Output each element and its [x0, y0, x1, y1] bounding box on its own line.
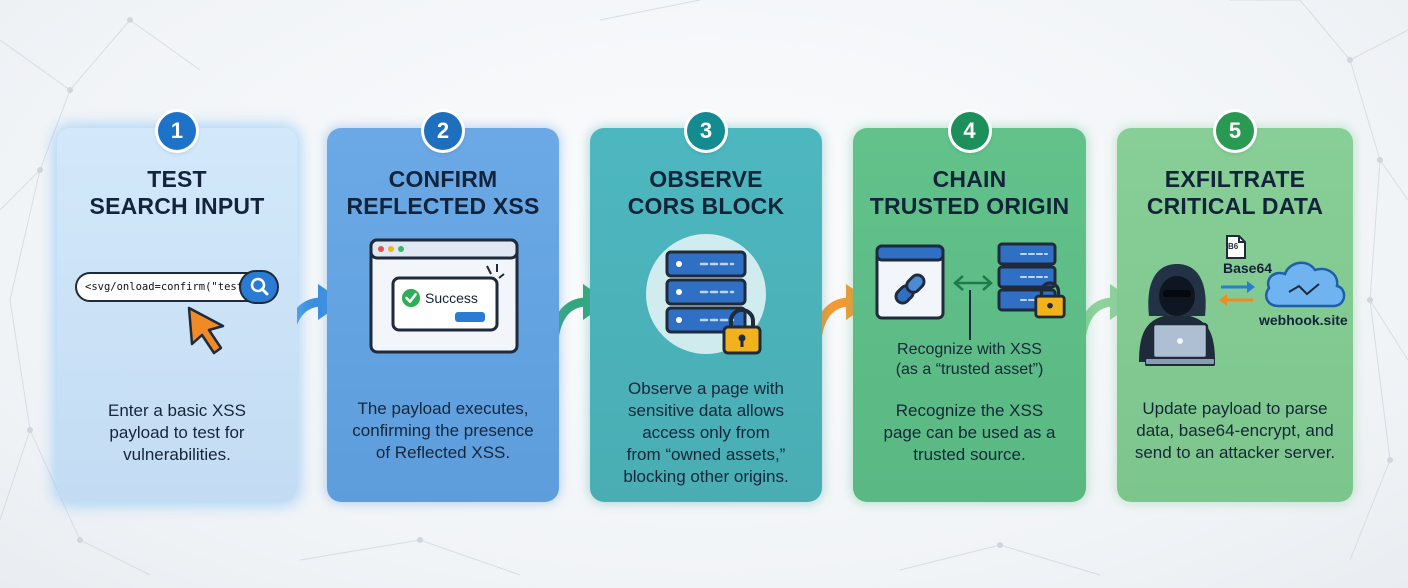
callout-line — [969, 290, 971, 340]
step-description: Recognize the XSS page can be used as a … — [883, 401, 1056, 464]
cloud-icon — [1265, 261, 1346, 308]
step-title: CONFIRM REFLECTED XSS — [346, 166, 540, 219]
step-title: CHAIN TRUSTED ORIGIN — [869, 166, 1070, 219]
step-number-badge: 4 — [950, 112, 989, 150]
cursor-arrow-icon — [187, 306, 225, 355]
step-number-badge: 1 — [158, 112, 196, 150]
document-icon — [1226, 235, 1246, 259]
xss-callout-text: Recognize with XSS (as a “trusted asset”… — [895, 341, 1044, 378]
step-description: The payload executes, confirming the pre… — [352, 399, 534, 462]
step-card-chain-trusted-origin: 4 CHAIN TRUSTED ORIGIN — [853, 112, 1086, 502]
magnifier-icon — [250, 277, 269, 296]
step-description: Observe a page with sensitive data allow… — [623, 379, 789, 486]
step-title: EXFILTRATE CRITICAL DATA — [1146, 166, 1324, 219]
step-number-badge: 2 — [424, 112, 462, 150]
bidirectional-arrow-icon — [1219, 281, 1255, 306]
step-title: TEST SEARCH INPUT — [89, 166, 265, 219]
laptop-icon — [1145, 322, 1215, 366]
padlock-icon — [722, 308, 762, 355]
step-card-confirm-reflected-xss: 2 CONFIRM REFLECTED XSS Success The payl… — [327, 112, 559, 502]
step-card-test-search-input: 1 TEST SEARCH INPUT <svg/onload=confirm(… — [57, 112, 297, 502]
step-number-badge: 5 — [1216, 112, 1254, 150]
step-description: Enter a basic XSS payload to test for vu… — [108, 401, 246, 464]
server-rack-icon — [646, 234, 766, 354]
success-popup-text: Success — [425, 290, 478, 306]
search-button-illustration — [239, 270, 279, 304]
padlock-icon — [1034, 281, 1066, 319]
browser-window-icon — [369, 238, 519, 354]
encoding-label: Base64 — [1223, 260, 1273, 276]
step-description: Update payload to parse data, base64-enc… — [1134, 399, 1336, 462]
checkmark-icon — [401, 288, 421, 308]
attacker-server-label: webhook.site — [1259, 312, 1348, 328]
document-icon-label: B6 — [1228, 242, 1239, 251]
step-number-badge: 3 — [687, 112, 725, 150]
chain-link-icon — [894, 273, 926, 305]
bidirectional-arrow-icon — [953, 275, 993, 291]
step-card-exfiltrate-critical-data: 5 EXFILTRATE CRITICAL DATA B6 Base64 web… — [1117, 112, 1353, 502]
step-title: OBSERVE CORS BLOCK — [627, 166, 785, 219]
step-card-observe-cors-block: 3 OBSERVE CORS BLOCK Observe a page with… — [590, 112, 822, 502]
